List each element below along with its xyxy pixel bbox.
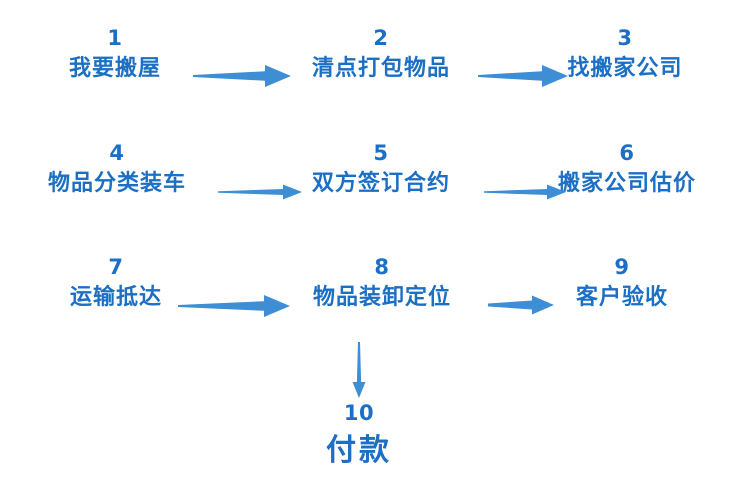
- flow-node-number: 8: [374, 255, 390, 279]
- flow-node-label: 物品装卸定位: [312, 285, 452, 310]
- flow-node-10: 10 付款: [326, 403, 392, 466]
- arrow-5-to-6-icon: [484, 180, 566, 204]
- flow-node-number: 7: [108, 255, 124, 279]
- flow-node-5: 5 双方签订合约: [312, 143, 450, 195]
- flow-node-6: 6 搬家公司估价: [558, 143, 696, 195]
- flow-node-number: 1: [107, 26, 123, 50]
- arrow-8-to-10-icon: [348, 340, 370, 398]
- flow-node-4: 4 物品分类装车: [48, 143, 186, 195]
- flow-node-number: 2: [373, 26, 389, 50]
- flow-node-label: 运输抵达: [69, 285, 163, 310]
- flow-node-label: 搬家公司估价: [557, 171, 697, 196]
- flow-node-label: 我要搬屋: [68, 56, 162, 81]
- arrow-1-to-2-icon: [193, 62, 291, 90]
- flow-node-number: 3: [617, 26, 633, 50]
- arrow-7-to-8-icon: [178, 292, 290, 320]
- flow-node-number: 4: [109, 141, 125, 165]
- flow-node-9: 9 客户验收: [576, 257, 668, 309]
- flow-node-label: 客户验收: [575, 285, 669, 310]
- flow-node-label: 物品分类装车: [47, 171, 187, 196]
- flow-node-number: 5: [373, 141, 389, 165]
- flow-node-label: 双方签订合约: [311, 171, 451, 196]
- flow-node-label: 付款: [326, 433, 392, 468]
- arrow-8-to-9-icon: [488, 292, 554, 318]
- flow-node-label: 找搬家公司: [567, 56, 683, 81]
- arrow-4-to-5-icon: [218, 180, 302, 204]
- flow-node-2: 2 清点打包物品: [312, 28, 450, 80]
- flow-node-number: 10: [343, 401, 375, 425]
- flow-node-number: 9: [614, 255, 630, 279]
- flow-node-8: 8 物品装卸定位: [313, 257, 451, 309]
- flow-node-number: 6: [619, 141, 635, 165]
- flow-node-label: 清点打包物品: [311, 56, 451, 81]
- flow-node-1: 1 我要搬屋: [69, 28, 161, 80]
- flow-node-7: 7 运输抵达: [70, 257, 162, 309]
- flow-node-3: 3 找搬家公司: [567, 28, 682, 80]
- arrow-2-to-3-icon: [478, 62, 568, 90]
